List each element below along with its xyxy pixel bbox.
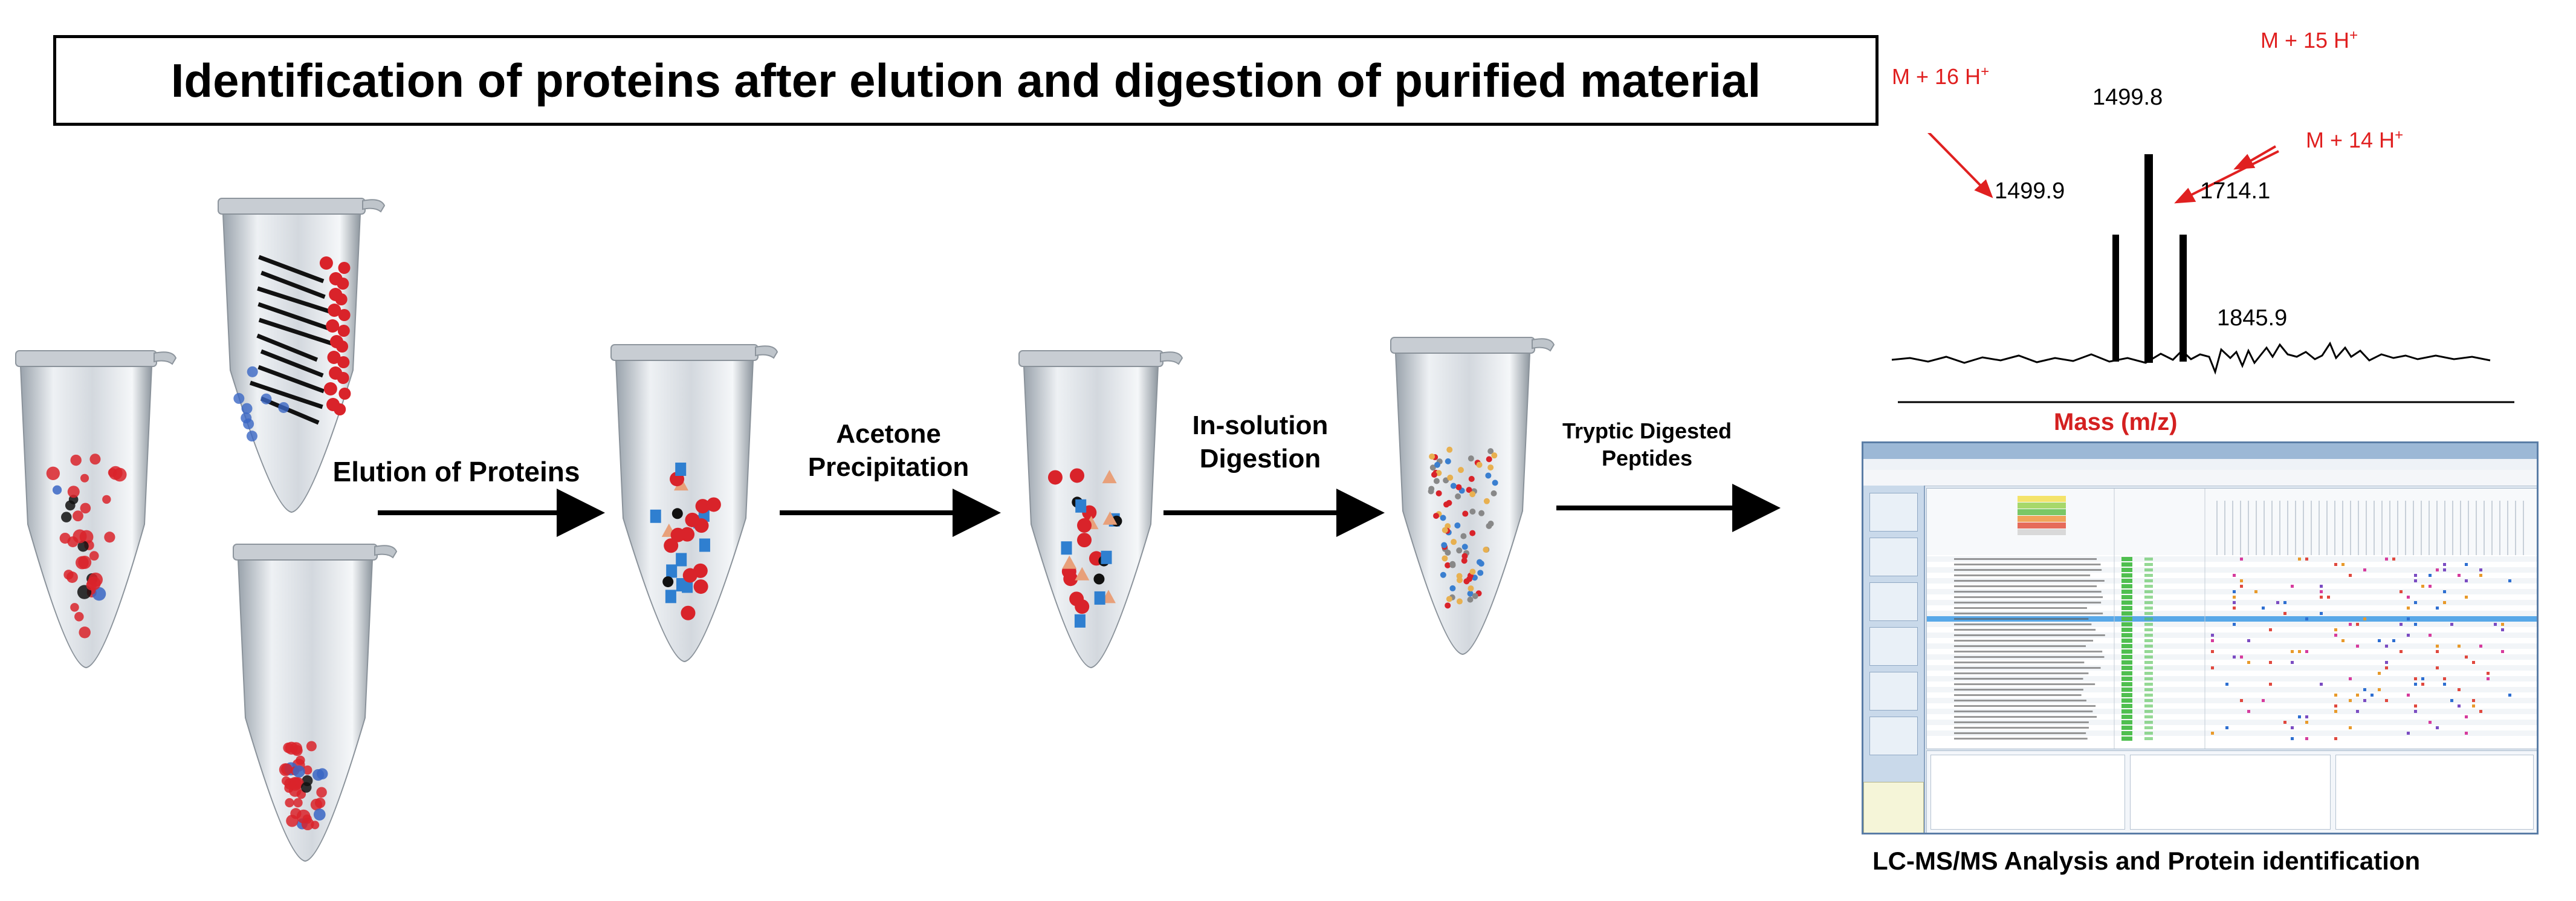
software-window-icon	[1862, 441, 2539, 834]
microcentrifuge-tube-icon	[218, 198, 386, 513]
annotation-m15: M + 15 H+	[2260, 27, 2358, 53]
spectrum-trace	[1891, 341, 2491, 375]
annotation-m16: M + 16 H+	[1892, 63, 1989, 89]
software-toolbar	[1863, 470, 2537, 486]
mass-spectrum-icon	[1891, 133, 2514, 403]
software-sidebar	[1863, 486, 1925, 833]
step-label-acetone: Acetone Precipitation	[807, 419, 969, 482]
annotation-m16-sup: +	[1981, 63, 1990, 80]
microcentrifuge-tube-icon	[1390, 337, 1555, 655]
software-panel	[1930, 755, 2125, 830]
annotation-m14-sup: +	[2395, 127, 2404, 143]
software-sidebar-button	[1869, 717, 1918, 755]
software-panel	[2130, 755, 2331, 830]
software-results-grid	[1926, 488, 2537, 749]
software-panel	[2335, 755, 2534, 830]
annotation-m14: M + 14 H+	[2306, 127, 2403, 153]
software-sidebar-button	[1869, 493, 1918, 532]
software-status-panel	[1863, 782, 1924, 833]
annotation-arrow	[1927, 133, 1987, 192]
spectrum-peak	[2112, 235, 2119, 362]
peak-label-1714.1: 1714.1	[2200, 178, 2271, 204]
annotation-m15-text: M + 15 H	[2260, 28, 2350, 53]
software-titlebar	[1863, 443, 2537, 459]
title-box: Identification of proteins after elution…	[53, 35, 1879, 126]
peak-label-1499.9: 1499.9	[1995, 178, 2065, 204]
annotation-arrow-head	[2174, 187, 2196, 204]
annotation-m15-sup: +	[2349, 27, 2358, 44]
step-label-tryptic: Tryptic Digested Peptides	[1562, 418, 1732, 470]
bottom-caption: LC-MS/MS Analysis and Protein identifica…	[1872, 847, 2421, 875]
page-title: Identification of proteins after elution…	[170, 53, 1761, 107]
spectrum-peak	[2180, 235, 2187, 362]
spectrum-peak	[2144, 154, 2153, 363]
annotation-m14-text: M + 14 H	[2306, 128, 2395, 152]
software-menubar	[1863, 459, 2537, 470]
software-sidebar-button	[1869, 582, 1918, 621]
microcentrifuge-tube-icon	[233, 544, 398, 862]
software-sidebar-button	[1869, 538, 1918, 576]
step-label-digestion: In-solution Digestion	[1192, 411, 1328, 473]
microcentrifuge-tube-icon	[1018, 350, 1183, 669]
peak-label-1499.8: 1499.8	[2092, 85, 2163, 110]
software-sidebar-button	[1869, 672, 1918, 711]
x-axis-label: Mass (m/z)	[2054, 409, 2178, 435]
step-label-elution: Elution of Proteins	[332, 456, 580, 487]
software-grid-drawing	[1927, 489, 2537, 749]
annotation-arrow	[2187, 150, 2279, 198]
peak-label-1845.9: 1845.9	[2217, 305, 2288, 331]
software-sidebar-button	[1869, 627, 1918, 666]
microcentrifuge-tube-icon	[610, 344, 778, 663]
annotation-m16-text: M + 16 H	[1892, 64, 1981, 89]
annotation-arrow	[2247, 145, 2277, 163]
software-bottom-panels	[1926, 750, 2537, 833]
microcentrifuge-tube-icon	[15, 350, 177, 669]
annotation-arrow-head	[1974, 179, 1993, 198]
